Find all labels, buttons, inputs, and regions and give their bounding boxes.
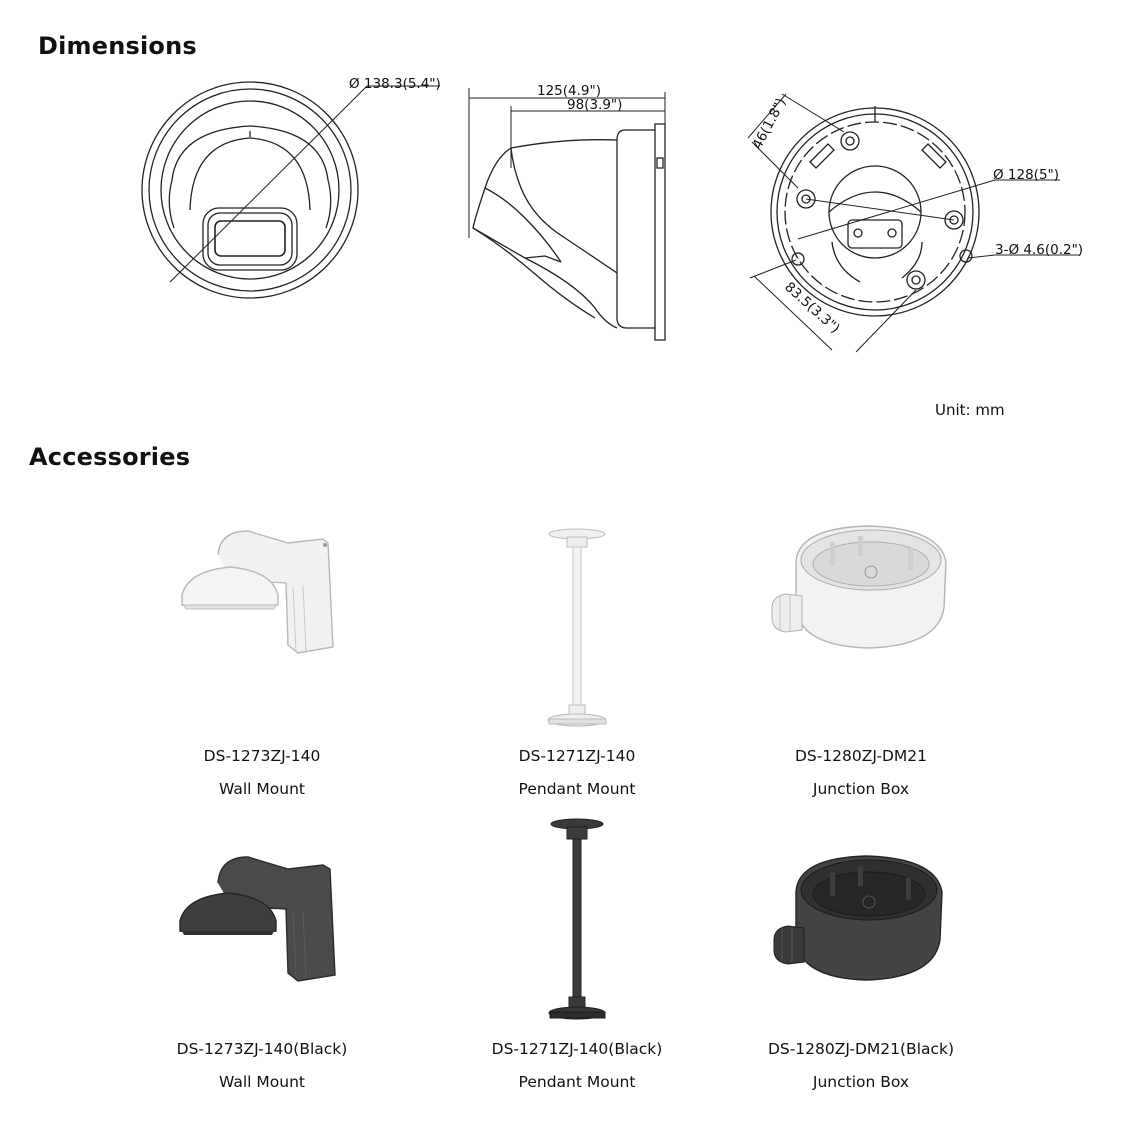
accessory-model: DS-1273ZJ-140: [203, 747, 321, 765]
accessory-caption: DS-1280ZJ-DM21 Junction Box: [731, 740, 991, 806]
wall-mount-black-image: [178, 853, 343, 983]
wall-mount-white-image: [178, 525, 343, 660]
base-view-drawing: 46(1.8") Ø 128(5") 3-Ø 4.6(0.2") 83.5(3.…: [740, 92, 1100, 362]
front-diameter-label: Ø 138.3(5.4"): [349, 76, 441, 92]
accessory-model: DS-1271ZJ-140: [518, 747, 636, 765]
accessory-model: DS-1280ZJ-DM21(Black): [767, 1040, 955, 1058]
accessory-name: Pendant Mount: [518, 1073, 636, 1091]
accessory-name: Wall Mount: [219, 1073, 305, 1091]
junction-box-white-image: [768, 522, 953, 652]
accessory-name: Pendant Mount: [518, 780, 636, 798]
accessory-caption: DS-1271ZJ-140 Pendant Mount: [447, 740, 707, 806]
side-depth-inner-label: 98(3.9"): [567, 97, 622, 113]
dimensions-heading: Dimensions: [38, 32, 197, 60]
accessory-name: Junction Box: [812, 780, 910, 798]
accessory-caption: DS-1271ZJ-140(Black) Pendant Mount: [447, 1033, 707, 1099]
junction-box-black-image: [772, 852, 947, 984]
hole-spacing-a-label: 46(1.8"): [749, 95, 789, 151]
accessory-caption: DS-1273ZJ-140 Wall Mount: [132, 740, 392, 806]
accessories-heading: Accessories: [29, 443, 191, 471]
accessory-caption: DS-1273ZJ-140(Black) Wall Mount: [132, 1033, 392, 1099]
unit-label: Unit: mm: [935, 401, 1005, 419]
screw-hole-label: 3-Ø 4.6(0.2"): [995, 242, 1083, 258]
accessory-model: DS-1273ZJ-140(Black): [176, 1040, 348, 1058]
front-view-drawing: Ø 138.3(5.4"): [130, 60, 450, 310]
side-view-drawing: 125(4.9") 98(3.9"): [465, 78, 675, 348]
accessory-model: DS-1280ZJ-DM21: [794, 747, 928, 765]
accessory-caption: DS-1280ZJ-DM21(Black) Junction Box: [731, 1033, 991, 1099]
accessory-name: Wall Mount: [219, 780, 305, 798]
pendant-mount-white-image: [545, 527, 610, 732]
accessory-model: DS-1271ZJ-140(Black): [491, 1040, 663, 1058]
base-diameter-label: Ø 128(5"): [993, 167, 1059, 183]
side-depth-label: 125(4.9"): [537, 83, 601, 99]
accessory-name: Junction Box: [812, 1073, 910, 1091]
pendant-mount-black-image: [547, 817, 609, 1025]
